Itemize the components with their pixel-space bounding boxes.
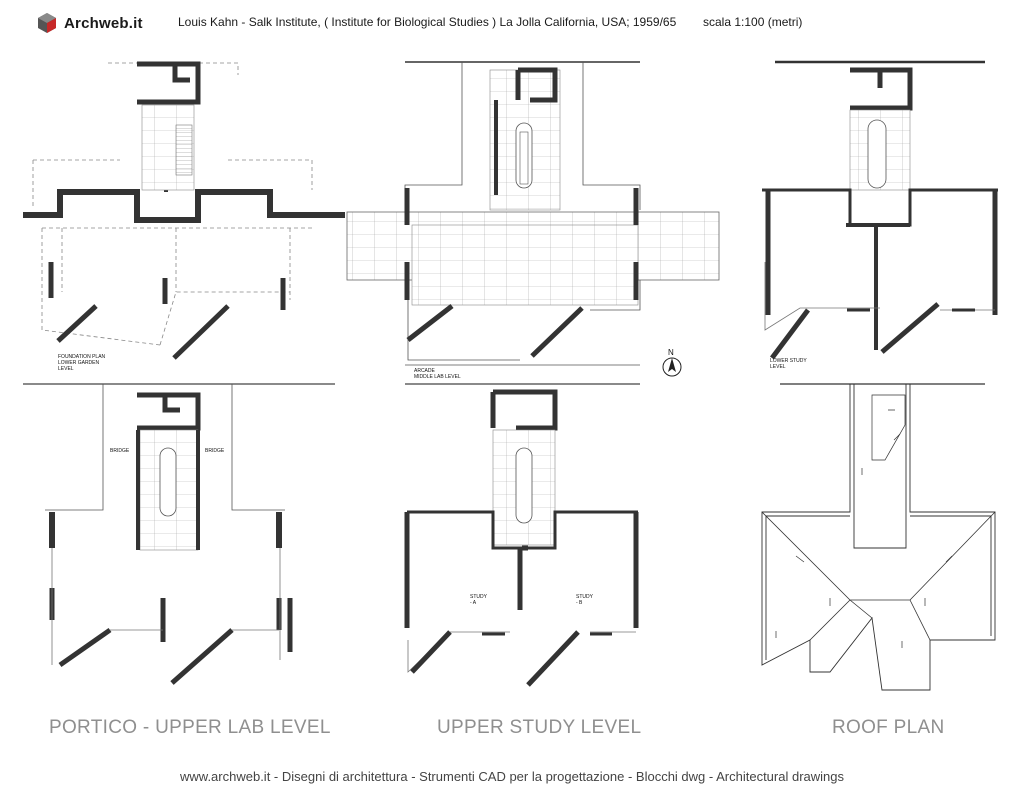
footer-links[interactable]: www.archweb.it - Disegni di architettura…	[180, 769, 844, 784]
logo-text: Archweb.it	[64, 14, 143, 32]
study-a-label-1: STUDY	[470, 594, 488, 600]
middle-lab-label-2: MIDDLE LAB LEVEL	[414, 374, 461, 380]
caption-upper-study: UPPER STUDY LEVEL	[437, 717, 642, 738]
archweb-logo[interactable]: Archweb.it	[36, 12, 143, 34]
drawing-title: Louis Kahn - Salk Institute, ( Institute…	[178, 15, 677, 29]
study-b-label-2: - B	[576, 600, 583, 606]
caption-portico: PORTICO - UPPER LAB LEVEL	[49, 717, 331, 738]
header: Archweb.it Louis Kahn - Salk Institute, …	[0, 0, 1024, 50]
foundation-label-3: LEVEL	[58, 366, 74, 372]
bridge-right-label: BRIDGE	[205, 448, 225, 454]
bridge-left-label: BRIDGE	[110, 448, 130, 454]
middle-lab-label-1: ARCADE	[414, 368, 436, 374]
roof-plan	[761, 383, 996, 691]
middle-lab-plan	[346, 61, 720, 366]
foundation-plan	[23, 61, 345, 360]
portico-plan	[23, 383, 335, 685]
north-label: N	[668, 348, 674, 357]
foundation-label-2: LOWER GARDEN	[58, 360, 100, 366]
caption-roof: ROOF PLAN	[832, 717, 945, 738]
lower-study-label-1: LOWER STUDY	[770, 358, 807, 364]
lower-study-plan	[762, 60, 998, 360]
study-a-label-2: - A	[470, 600, 477, 606]
foundation-label-1: FOUNDATION PLAN	[58, 354, 106, 360]
study-b-label-1: STUDY	[576, 594, 594, 600]
upper-study-plan	[404, 383, 640, 687]
lower-study-label-2: LEVEL	[770, 364, 786, 370]
cube-logo-icon	[38, 13, 56, 33]
north-arrow-icon	[662, 357, 682, 377]
drawing-scale: scala 1:100 (metri)	[703, 15, 803, 29]
